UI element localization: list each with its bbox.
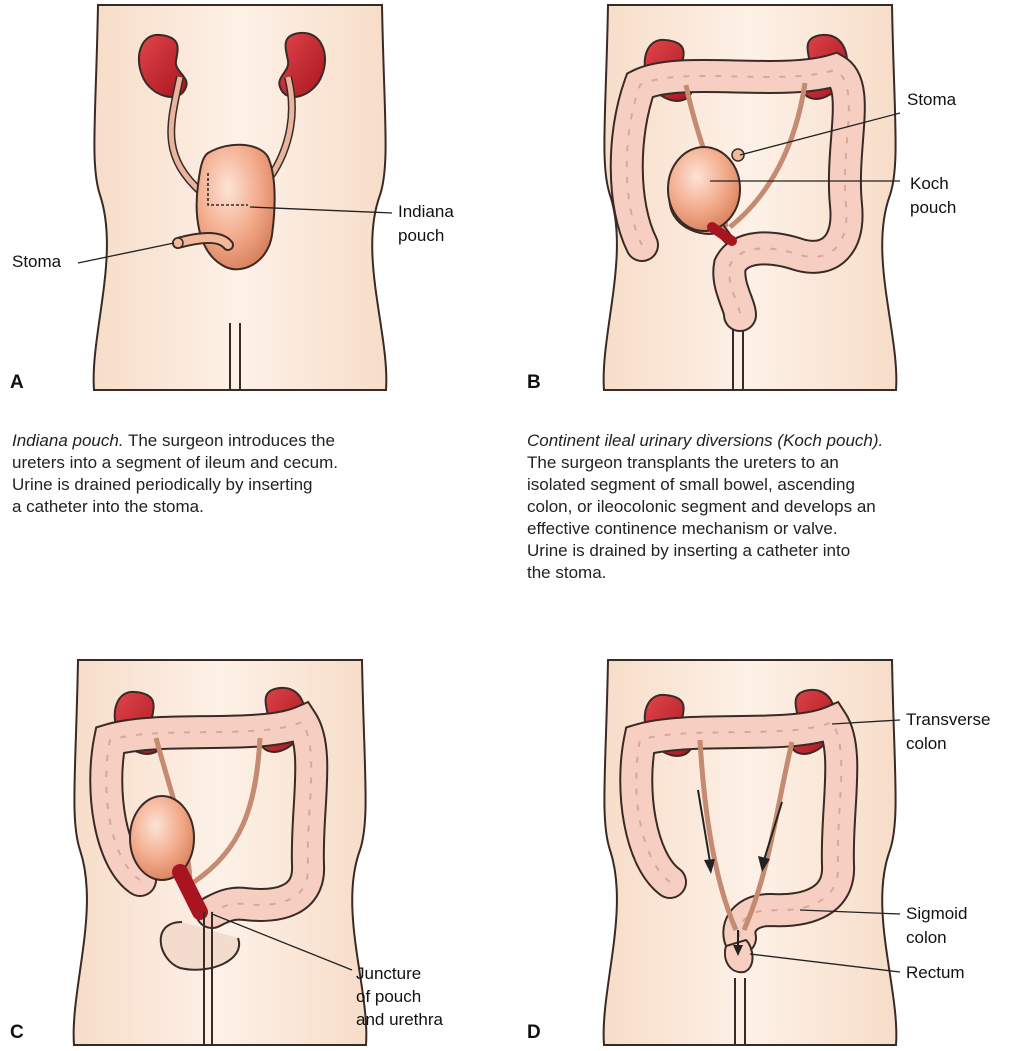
panel-b-stoma-label: Stoma — [907, 89, 956, 111]
panel-a-letter: A — [10, 372, 24, 394]
panel-a-pouch-label-line1: Indiana — [398, 201, 454, 223]
panel-d-rectum-label: Rectum — [906, 962, 965, 984]
caption-a-line-3: Urine is drained periodically by inserti… — [12, 474, 338, 496]
panel-d-figure — [600, 660, 900, 1045]
panel-c-juncture-line3: and urethra — [356, 1009, 443, 1031]
caption-a-line-4: a catheter into the stoma. — [12, 496, 338, 518]
caption-b-line-2: isolated segment of small bowel, ascendi… — [527, 474, 883, 496]
caption-b-line-6: the stoma. — [527, 562, 883, 584]
panel-c-figure — [70, 660, 370, 1045]
caption-b-line-1: The surgeon transplants the ureters to a… — [527, 452, 883, 474]
panel-c-juncture-line2: of pouch — [356, 986, 421, 1008]
panel-d-transverse-line1: Transverse — [906, 709, 990, 731]
panel-b-pouch-label-line2: pouch — [910, 197, 956, 219]
panel-d-letter: D — [527, 1022, 541, 1044]
panel-a-caption: Indiana pouch. The surgeon introduces th… — [12, 430, 338, 518]
panel-d-sigmoid-line1: Sigmoid — [906, 903, 967, 925]
caption-a-title: Indiana pouch. — [12, 431, 124, 450]
caption-b-line-4: effective continence mechanism or valve. — [527, 518, 883, 540]
panel-b-caption: Continent ileal urinary diversions (Koch… — [527, 430, 883, 584]
panel-a-pouch-label-line2: pouch — [398, 225, 444, 247]
panel-d-sigmoid-line2: colon — [906, 927, 947, 949]
panel-a-stoma-label: Stoma — [12, 251, 61, 273]
caption-a-line-1: The surgeon introduces the — [124, 431, 335, 450]
panel-b-pouch-label-line1: Koch — [910, 173, 949, 195]
caption-b-line-3: colon, or ileocolonic segment and develo… — [527, 496, 883, 518]
caption-a-line-2: ureters into a segment of ileum and cecu… — [12, 452, 338, 474]
panel-b-figure — [600, 5, 900, 390]
caption-b-title: Continent ileal urinary diversions (Koch… — [527, 431, 883, 450]
panel-c-letter: C — [10, 1022, 24, 1044]
caption-b-line-5: Urine is drained by inserting a catheter… — [527, 540, 883, 562]
panel-b-letter: B — [527, 372, 541, 394]
panel-c-juncture-line1: Juncture — [356, 963, 421, 985]
panel-d-transverse-line2: colon — [906, 733, 947, 755]
panel-a-figure — [90, 5, 390, 390]
